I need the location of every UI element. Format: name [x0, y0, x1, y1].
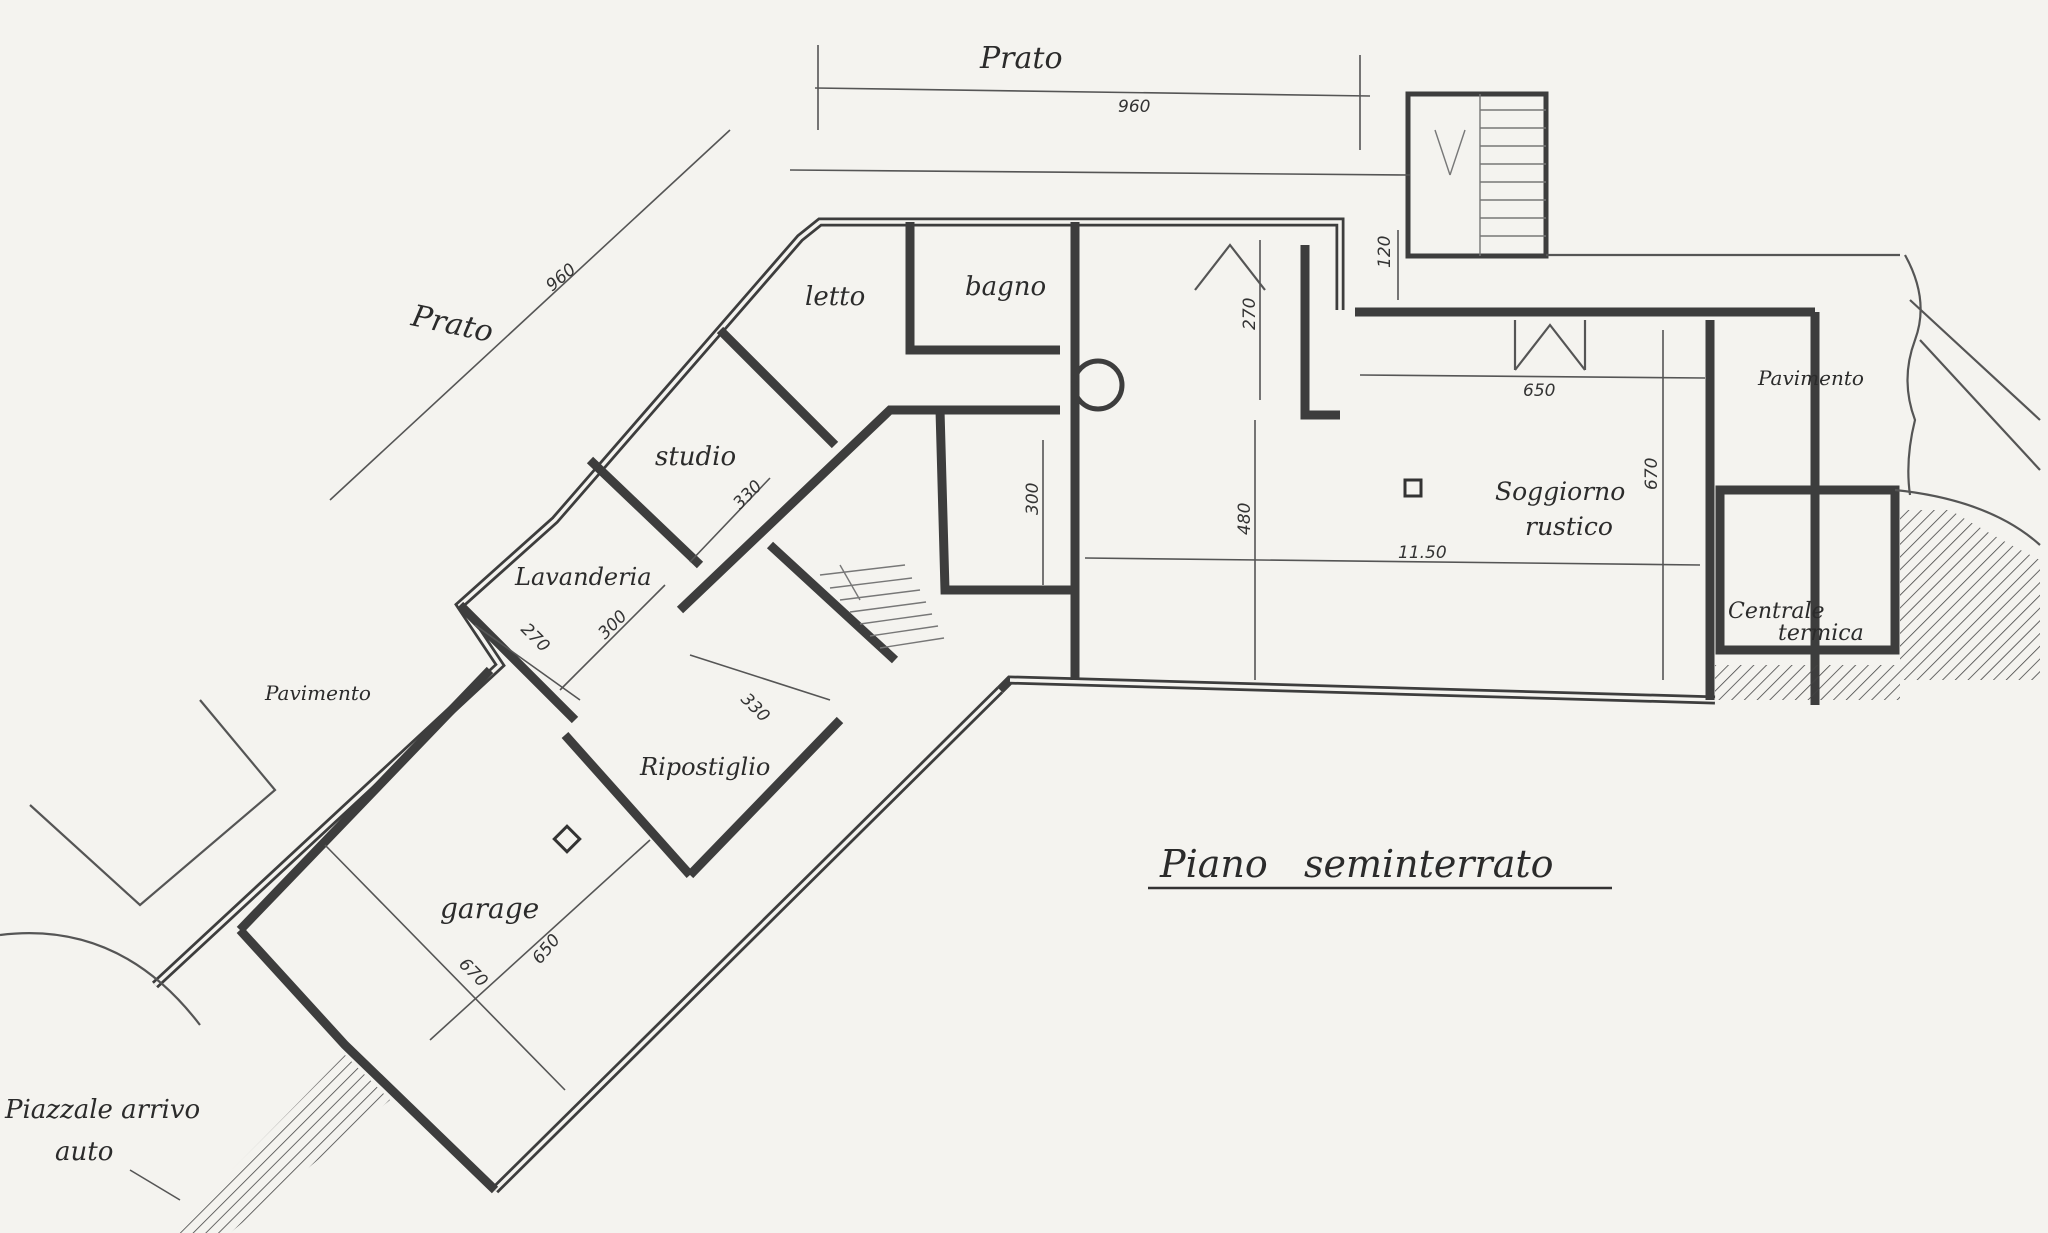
driveway-arc	[0, 932, 201, 1026]
terrain-edge	[1904, 254, 2041, 496]
dim-650-garage: 650	[529, 930, 565, 968]
dim-300-lav: 300	[594, 606, 631, 643]
stair-symbols	[1194, 243, 1587, 371]
internal-stair	[819, 564, 945, 649]
label-garage: garage	[440, 892, 539, 925]
dim-120: 120	[1375, 236, 1395, 268]
label-pavimento-left: Pavimento	[264, 681, 371, 705]
label-soggiorno: Soggiorno	[1495, 477, 1625, 506]
dim-480: 480	[1235, 503, 1255, 535]
dim-270-lav: 270	[516, 619, 553, 656]
dim-1150: 11.50	[1398, 543, 1447, 563]
garage-pillar	[552, 824, 582, 854]
label-letto: letto	[805, 282, 865, 312]
label-pavimento-right: Pavimento	[1757, 366, 1864, 390]
dim-270-stair: 270	[1240, 298, 1260, 330]
label-termica: termica	[1778, 621, 1864, 646]
plan-title-text: Piano seminterrato	[1159, 842, 1554, 886]
dim-960-top: 960	[1118, 97, 1150, 117]
exterior-walls	[151, 217, 2041, 1194]
column-circle	[1071, 358, 1125, 412]
label-bagno: bagno	[965, 272, 1046, 302]
external-stair	[1405, 91, 1900, 259]
label-ripostiglio: Ripostiglio	[639, 753, 770, 781]
label-prato-top: Prato	[979, 41, 1063, 76]
label-lavanderia: Lavanderia	[514, 563, 652, 591]
dim-670-garage: 670	[454, 954, 491, 991]
labels: Prato Prato Pavimento Pavimento Piazzale…	[4, 41, 1864, 1167]
ground-hatch	[170, 510, 2040, 1233]
column-square	[1403, 478, 1423, 498]
dim-300: 300	[1023, 483, 1043, 515]
label-studio: studio	[655, 442, 736, 472]
label-centrale: Centrale	[1728, 599, 1825, 624]
plan-title: Piano seminterrato	[1148, 842, 1612, 890]
label-prato-left: Prato	[407, 298, 496, 350]
label-piazzale-auto: auto	[55, 1137, 113, 1167]
interior-walls	[236, 222, 1715, 934]
dim-330-rip: 330	[736, 689, 773, 726]
dimension-lines	[29, 45, 1706, 1201]
dim-670-right: 670	[1642, 458, 1662, 490]
label-piazzale: Piazzale arrivo	[4, 1095, 200, 1125]
dim-330-studio: 330	[729, 476, 766, 513]
label-rustico: rustico	[1525, 512, 1613, 541]
dim-960-left: 960	[542, 260, 580, 296]
dim-650: 650	[1523, 381, 1555, 401]
